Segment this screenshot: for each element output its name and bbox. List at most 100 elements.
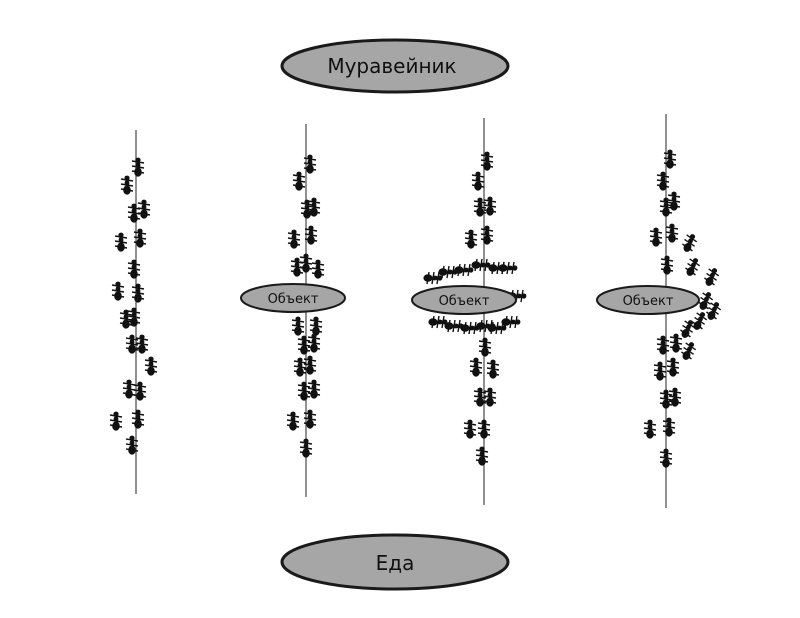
ant-icon [471, 171, 485, 191]
ant-icon [131, 283, 145, 303]
ant-icon [127, 307, 141, 327]
ant-icon [423, 271, 443, 285]
ant-icon [680, 320, 696, 338]
obstacle-label-2: Объект [439, 294, 490, 309]
ant-icon [480, 151, 494, 171]
ant-icon [144, 356, 158, 376]
ant-icon [311, 259, 325, 279]
ant-icon [706, 302, 722, 320]
ant-icon [291, 316, 305, 336]
ant-icon [125, 435, 139, 455]
ant-icon [643, 419, 657, 439]
ant-icon [469, 357, 483, 377]
ant-icon [659, 197, 673, 217]
ant-icon [475, 446, 489, 466]
ant-icon [473, 197, 487, 217]
food-label: Еда [376, 551, 415, 575]
ant-icon [303, 409, 317, 429]
food-node: Еда [280, 533, 510, 591]
ants-stage-1 [109, 157, 158, 455]
ant-icon [656, 335, 670, 355]
ant-icon [297, 381, 311, 401]
ant-icon [307, 333, 321, 353]
ant-icon [127, 203, 141, 223]
ant-icon [498, 261, 518, 275]
ant-icon [682, 234, 698, 252]
ant-icon [477, 419, 491, 439]
ant-icon [428, 315, 448, 329]
obstacle-label-1: Объект [268, 292, 319, 307]
ant-icon [666, 357, 680, 377]
ant-icon [307, 197, 321, 217]
ant-icon [290, 257, 304, 277]
ant-icon [501, 315, 521, 329]
ant-icon [662, 417, 676, 437]
ant-icon [669, 333, 683, 353]
ant-icon [293, 357, 307, 377]
ant-icon [698, 292, 714, 310]
ant-icon [120, 175, 134, 195]
ant-icon [303, 154, 317, 174]
ant-icon [299, 253, 313, 273]
ant-icon [454, 263, 474, 277]
ant-icon [109, 411, 123, 431]
ant-icon [685, 258, 701, 276]
ant-icon [476, 319, 496, 333]
ant-icon [692, 312, 708, 330]
ant-icon [122, 379, 136, 399]
ant-icon [660, 255, 674, 275]
ant-icon [471, 258, 491, 272]
ant-icon [653, 361, 667, 381]
ant-icon [464, 229, 478, 249]
ant-icon [309, 316, 323, 336]
ant-icon [133, 228, 147, 248]
ant-icon [307, 379, 321, 399]
ant-icon [287, 229, 301, 249]
ant-icon [444, 319, 464, 333]
ant-icon [137, 199, 151, 219]
ant-icon [286, 411, 300, 431]
ant-icon [460, 321, 480, 335]
ant-icon [483, 196, 497, 216]
ant-icon [297, 335, 311, 355]
ant-icon [668, 387, 682, 407]
ants-stage-4 [643, 149, 722, 468]
ant-icon [135, 334, 149, 354]
ant-icon [438, 265, 458, 279]
ant-icon [663, 149, 677, 169]
ants-stage-2 [286, 154, 325, 458]
ant-icon [125, 334, 139, 354]
ant-icon [304, 225, 318, 245]
ant-icon [111, 281, 125, 301]
ant-icon [131, 409, 145, 429]
obstacle-label-3: Объект [623, 294, 674, 309]
ant-icon [656, 171, 670, 191]
ant-icon [114, 232, 128, 252]
ant-icon [480, 225, 494, 245]
ant-icon [133, 381, 147, 401]
ant-icon [478, 337, 492, 357]
ant-icon [649, 227, 663, 247]
ant-icon [299, 438, 313, 458]
ant-icon [127, 259, 141, 279]
obstacle-node-1: Объект [240, 283, 346, 313]
ant-icon [131, 157, 145, 177]
ant-icon [463, 419, 477, 439]
anthill-node: Муравейник [280, 38, 510, 94]
ant-icon [292, 171, 306, 191]
ant-icon [303, 355, 317, 375]
ant-icon [665, 223, 679, 243]
ant-icon [667, 191, 681, 211]
ant-icon [483, 387, 497, 407]
ant-icon [659, 389, 673, 409]
ant-icon [486, 359, 500, 379]
ant-icon [119, 309, 133, 329]
obstacle-node-2: Объект [411, 285, 517, 315]
ant-icon [704, 268, 720, 286]
anthill-label: Муравейник [327, 54, 456, 78]
obstacle-node-3: Объект [596, 285, 700, 315]
ant-icon [681, 342, 697, 360]
ant-icon [473, 387, 487, 407]
ant-icon [659, 448, 673, 468]
